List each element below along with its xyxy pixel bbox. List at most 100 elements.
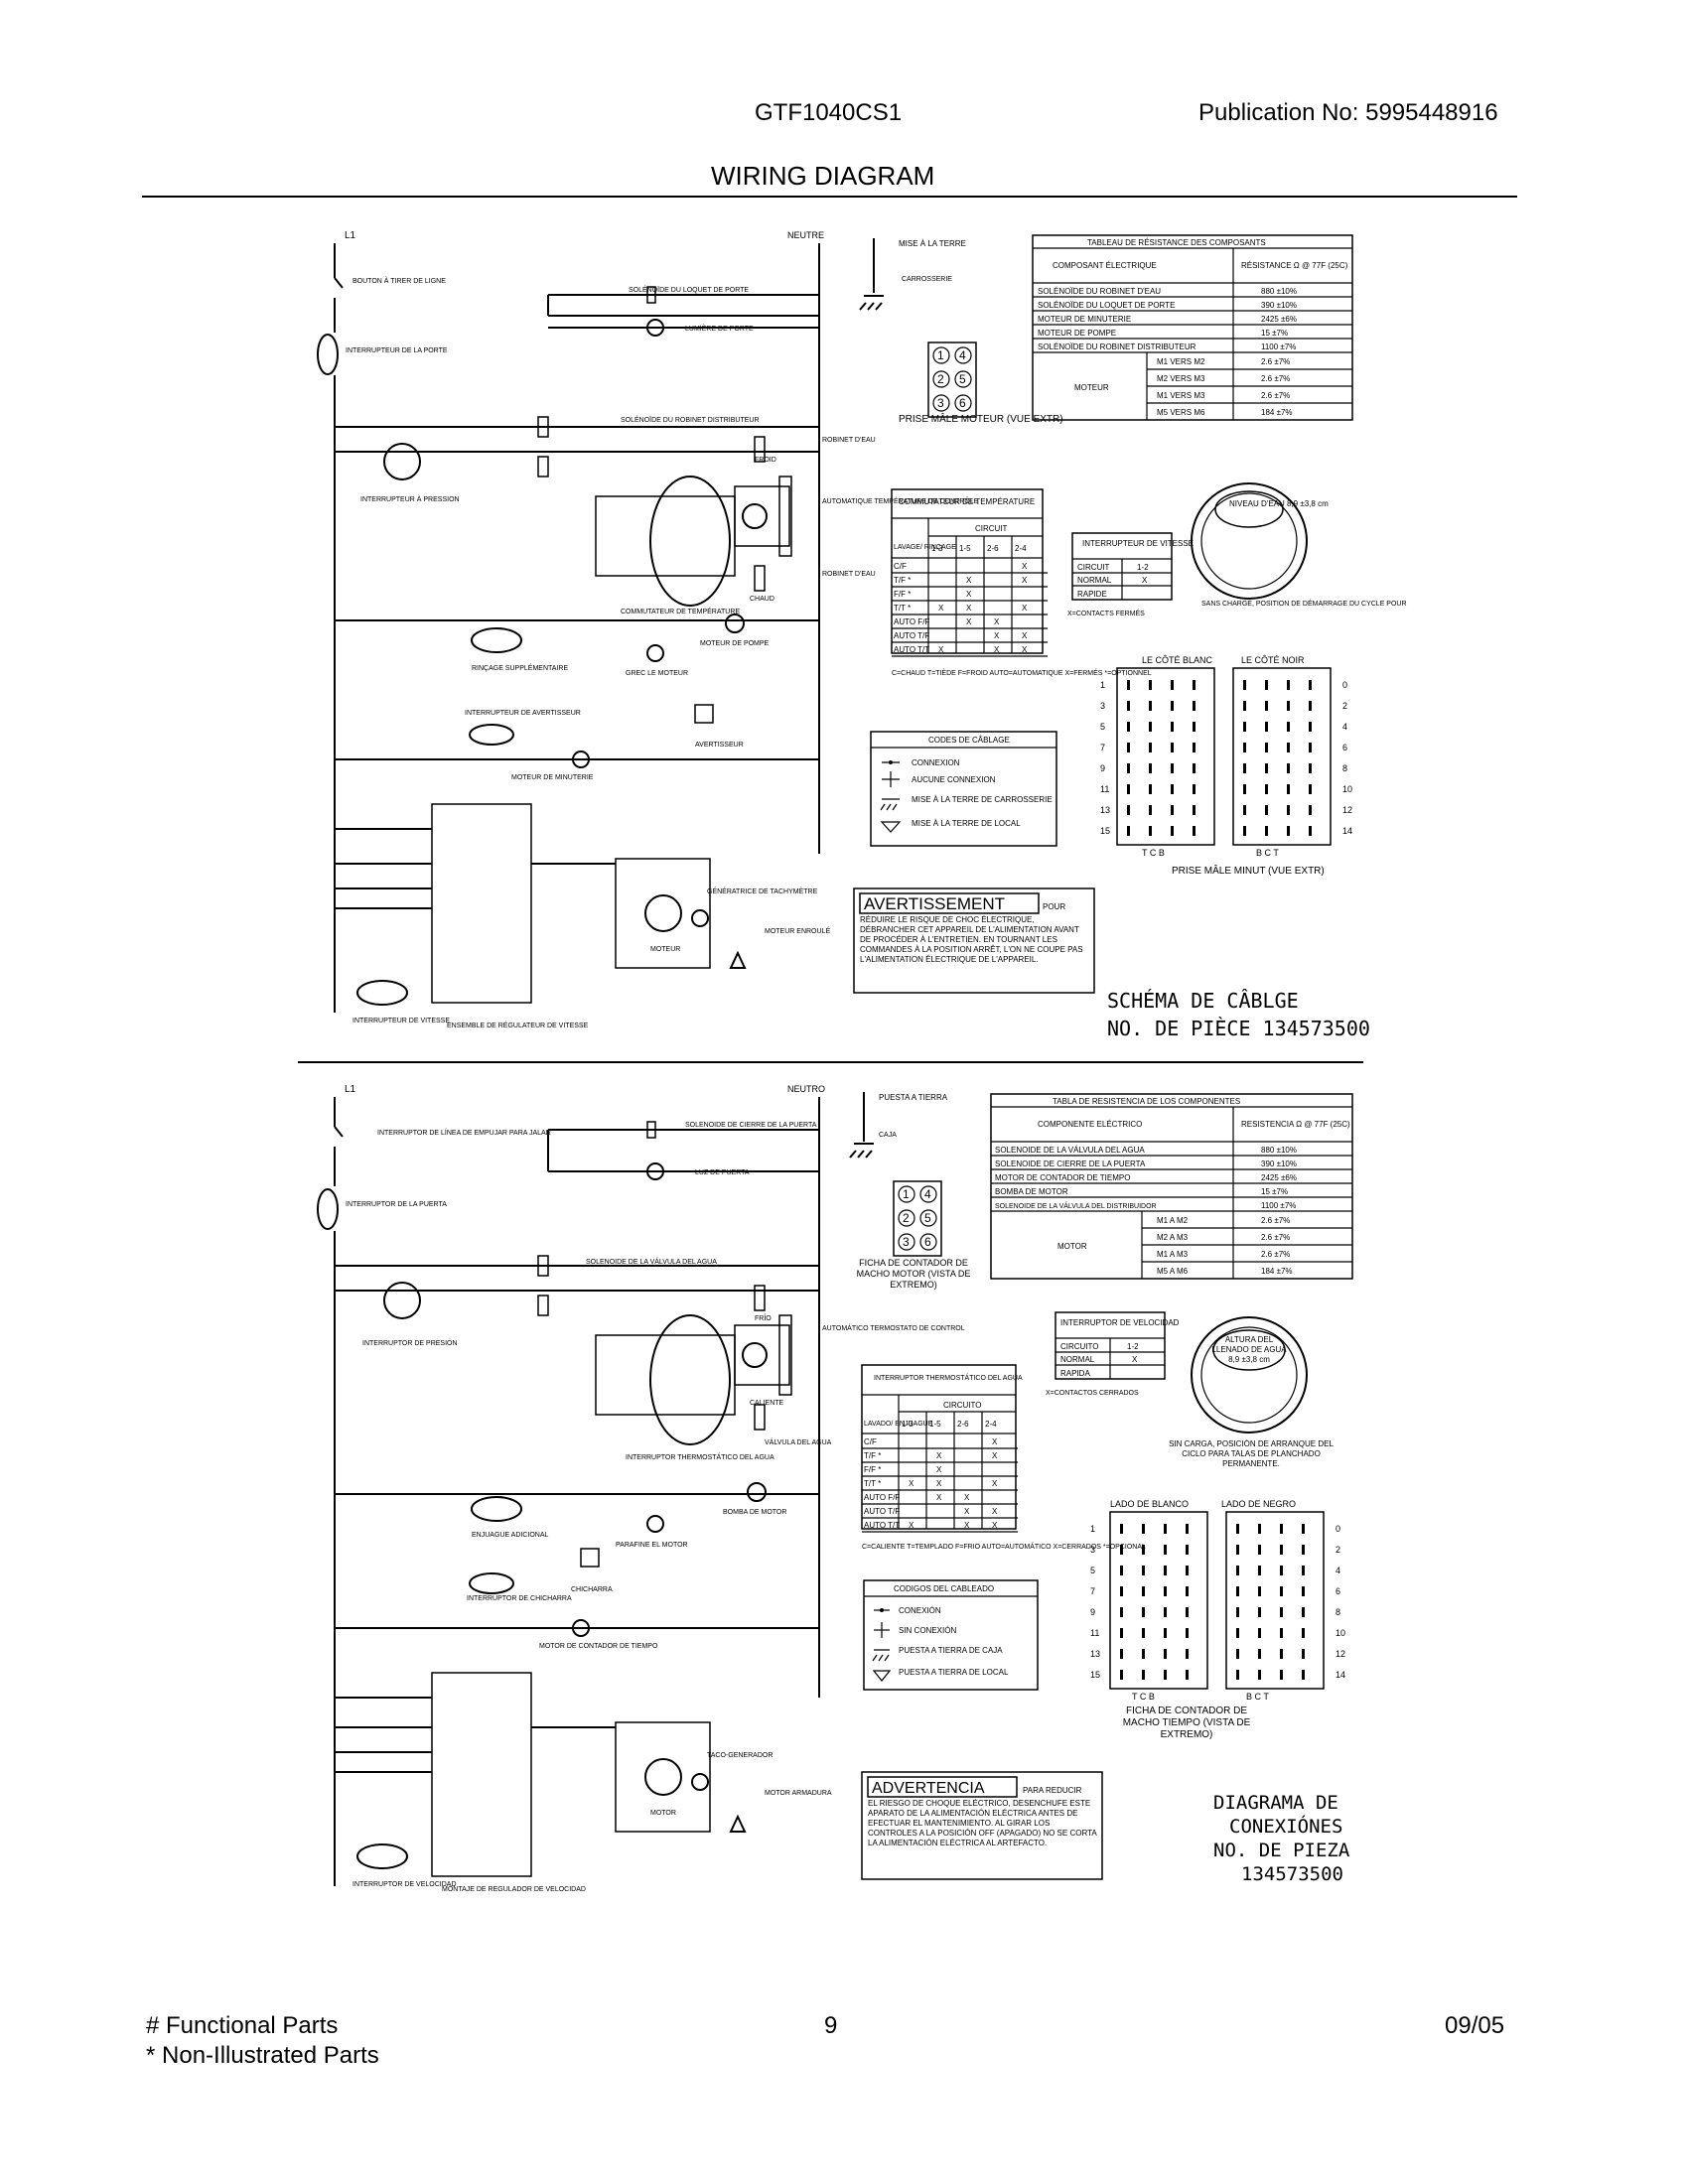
timer-pin: [1280, 1649, 1283, 1659]
timer-pin: [1243, 826, 1246, 836]
switch-table-cell: X: [966, 604, 972, 613]
svg-text:3: 3: [903, 1235, 910, 1249]
timer-pin: [1164, 1628, 1167, 1638]
fr-extra-rinse-label: RINÇAGE SUPPLÉMENTAIRE: [472, 663, 568, 672]
switch-table-cell: X: [992, 1521, 998, 1530]
svg-text:15 ±7%: 15 ±7%: [1261, 1187, 1288, 1196]
timer-pin: [1236, 1566, 1239, 1575]
switch-table-cell: X: [992, 1437, 998, 1446]
fr-motor-plug-label: PRISE MÂLE MOTEUR (VUE EXTR): [899, 412, 1063, 425]
svg-text:RESISTENCIA Ω @ 77F (25C): RESISTENCIA Ω @ 77F (25C): [1241, 1120, 1350, 1129]
timer-pin: [1164, 1566, 1167, 1575]
timer-pin: [1302, 1566, 1305, 1575]
svg-text:2.6 ±7%: 2.6 ±7%: [1261, 1250, 1290, 1259]
svg-text:RAPIDA: RAPIDA: [1060, 1369, 1090, 1378]
es-wiring-codes: CODIGOS DEL CABLEADO CONEXIÓN SIN CONEXI…: [863, 1579, 1039, 1691]
timer-pin: [1120, 1607, 1123, 1617]
switch-table-cell: X: [964, 1521, 970, 1530]
switch-table-cell: T/T *: [864, 1479, 881, 1488]
timer-pin: [1193, 805, 1196, 815]
timer-pin: [1120, 1586, 1123, 1596]
svg-text:1: 1: [937, 348, 944, 362]
svg-text:INTERRUPTOR DE VELOCIDAD: INTERRUPTOR DE VELOCIDAD: [1060, 1318, 1180, 1327]
svg-text:LADO DE BLANCO: LADO DE BLANCO: [1110, 1499, 1189, 1509]
timer-pin: [1287, 805, 1290, 815]
timer-pin-label: 10: [1336, 1628, 1345, 1638]
es-timer-plug-label: FICHA DE CONTADOR DE MACHO TIEMPO (VISTA…: [1122, 1706, 1251, 1740]
timer-pin: [1309, 680, 1312, 690]
timer-pin: [1265, 680, 1268, 690]
svg-text:INTERRUPTOR DE PRESIÓN: INTERRUPTOR DE PRESIÓN: [362, 1338, 458, 1347]
svg-text:NORMAL: NORMAL: [1077, 576, 1112, 585]
svg-text:15 ±7%: 15 ±7%: [1261, 329, 1288, 338]
fr-speed-switch-label: INTERRUPTEUR DE VITESSE: [352, 1018, 450, 1024]
svg-text:4: 4: [924, 1187, 931, 1201]
svg-text:1-5: 1-5: [959, 544, 971, 553]
timer-pin-label: 9: [1100, 763, 1105, 773]
timer-pin: [1258, 1566, 1261, 1575]
switch-table-cell: T/T *: [894, 604, 911, 613]
timer-pin: [1127, 680, 1130, 690]
header-divider: [142, 196, 1517, 198]
timer-pin: [1302, 1586, 1305, 1596]
svg-text:CODIGOS DEL CABLEADO: CODIGOS DEL CABLEADO: [894, 1584, 994, 1593]
timer-pin: [1149, 743, 1152, 752]
timer-pin: [1120, 1670, 1123, 1680]
timer-pin: [1236, 1545, 1239, 1555]
footer-functional-parts: # Functional Parts: [146, 2012, 339, 2039]
svg-text:SOLÉNOÏDE DU LOQUET DE PORTE: SOLÉNOÏDE DU LOQUET DE PORTE: [1038, 301, 1175, 310]
svg-text:LAVAGE/ RINÇAGE: LAVAGE/ RINÇAGE: [894, 544, 956, 551]
fr-buzzer-label: AVERTISSEUR: [695, 742, 744, 749]
svg-text:MOTOR: MOTOR: [650, 1810, 676, 1817]
svg-text:880 ±10%: 880 ±10%: [1261, 1146, 1297, 1155]
fr-dispenser-sol-label: SOLÉNOÏDE DU ROBINET DISTRIBUTEUR: [621, 415, 760, 424]
svg-text:PARAFINE EL MOTOR: PARAFINE EL MOTOR: [616, 1542, 688, 1549]
fr-door-switch-label: INTERRUPTEUR DE LA PORTE: [346, 347, 448, 354]
svg-text:SOLENOIDE DE LA VÁLVULA DEL AG: SOLENOIDE DE LA VÁLVULA DEL AGUA: [995, 1146, 1145, 1155]
svg-text:1-3: 1-3: [931, 544, 943, 553]
es-no-load-label: SIN CARGA, POSICIÓN DE ARRANQUE DEL CICL…: [1169, 1439, 1334, 1468]
switch-table-cell: AUTO F/F: [894, 617, 929, 626]
svg-text:CIRCUIT: CIRCUIT: [1077, 563, 1110, 572]
switch-table-cell: X: [909, 1521, 914, 1530]
timer-pin-label: 4: [1342, 722, 1347, 732]
timer-pin: [1258, 1628, 1261, 1638]
timer-pin-label: 7: [1100, 743, 1105, 752]
svg-text:LADO DE NEGRO: LADO DE NEGRO: [1221, 1499, 1296, 1509]
svg-text:CALIENTE: CALIENTE: [750, 1400, 784, 1407]
timer-pin: [1127, 784, 1130, 794]
svg-text:ENJUAGUE ADICIONAL: ENJUAGUE ADICIONAL: [472, 1532, 549, 1539]
timer-pin-label: 2: [1342, 701, 1347, 711]
timer-pin: [1171, 826, 1174, 836]
svg-text:INTERRUPTOR THERMOSTÁTICO DEL: INTERRUPTOR THERMOSTÁTICO DEL AGUA: [626, 1452, 774, 1461]
svg-text:2.6 ±7%: 2.6 ±7%: [1261, 357, 1290, 366]
svg-text:SOLÉNOÏDE DU ROBINET D'EAU: SOLÉNOÏDE DU ROBINET D'EAU: [1038, 287, 1161, 296]
fr-no-load-label: SANS CHARGE, POSITION DE DÉMARRAGE DU CY…: [1201, 599, 1407, 608]
timer-pin: [1149, 784, 1152, 794]
timer-pin-label: 5: [1100, 722, 1105, 732]
timer-pin: [1280, 1607, 1283, 1617]
svg-text:AUTOMÁTICO TERMOSTATO DE CONTR: AUTOMÁTICO TERMOSTATO DE CONTROL: [822, 1323, 965, 1332]
switch-table-cell: T/F *: [894, 576, 911, 585]
timer-pin: [1127, 743, 1130, 752]
svg-text:2.6 ±7%: 2.6 ±7%: [1261, 1216, 1290, 1225]
svg-text:2.6 ±7%: 2.6 ±7%: [1261, 391, 1290, 400]
fr-warning-text: RÉDUIRE LE RISQUE DE CHOC ÉLECTRIQUE, DÉ…: [860, 915, 1083, 964]
svg-text:184 ±7%: 184 ±7%: [1261, 1267, 1293, 1276]
svg-text:SOLENOIDE DE CIERRE DE LA PUER: SOLENOIDE DE CIERRE DE LA PUERTA: [995, 1160, 1146, 1168]
svg-text:6: 6: [924, 1235, 931, 1249]
svg-text:4: 4: [959, 348, 966, 362]
page-number: 9: [824, 2012, 838, 2039]
fr-warning: AVERTISSEMENT POUR RÉDUIRE LE RISQUE DE …: [853, 887, 1095, 994]
timer-pin: [1309, 701, 1312, 711]
svg-text:POUR: POUR: [1043, 902, 1065, 911]
timer-pin: [1142, 1524, 1145, 1534]
timer-pin: [1302, 1670, 1305, 1680]
timer-pin: [1280, 1566, 1283, 1575]
svg-text:1-2: 1-2: [1127, 1342, 1139, 1351]
svg-text:MOTEUR DE MINUTERIE: MOTEUR DE MINUTERIE: [1038, 315, 1131, 324]
timer-pin-label: 12: [1342, 805, 1352, 815]
timer-pin-label: 8: [1342, 763, 1347, 773]
switch-table-cell: AUTO T/T: [864, 1521, 900, 1530]
